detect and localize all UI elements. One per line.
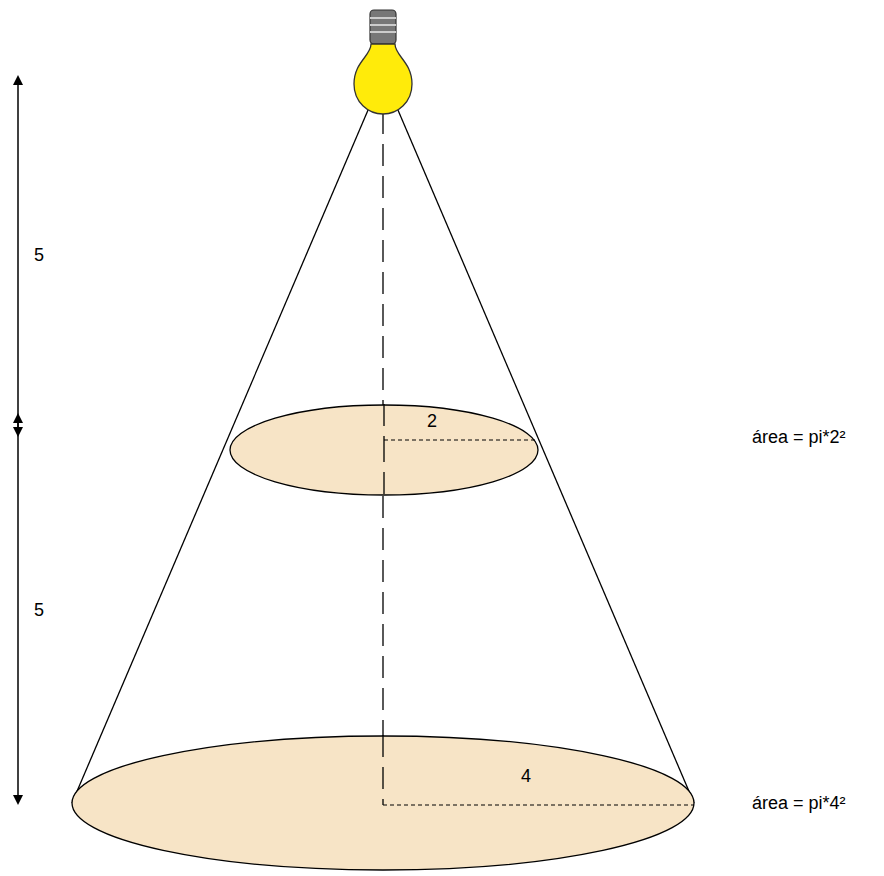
dimension-arrow	[17, 80, 19, 432]
dimension-label: 5	[34, 246, 44, 266]
light-bulb	[354, 10, 412, 114]
ellipse-outline	[229, 404, 539, 496]
ellipse-outline	[71, 735, 695, 871]
area-formula: área = pi*4²	[752, 794, 846, 814]
area-formula: área = pi*2²	[752, 428, 846, 448]
circle-section: 4	[71, 735, 695, 871]
dimension-label: 5	[34, 601, 44, 621]
radius-value: 2	[427, 412, 437, 432]
circle-section: 2	[229, 404, 539, 496]
dimension-arrow	[17, 418, 19, 800]
radius-value: 4	[521, 767, 531, 787]
